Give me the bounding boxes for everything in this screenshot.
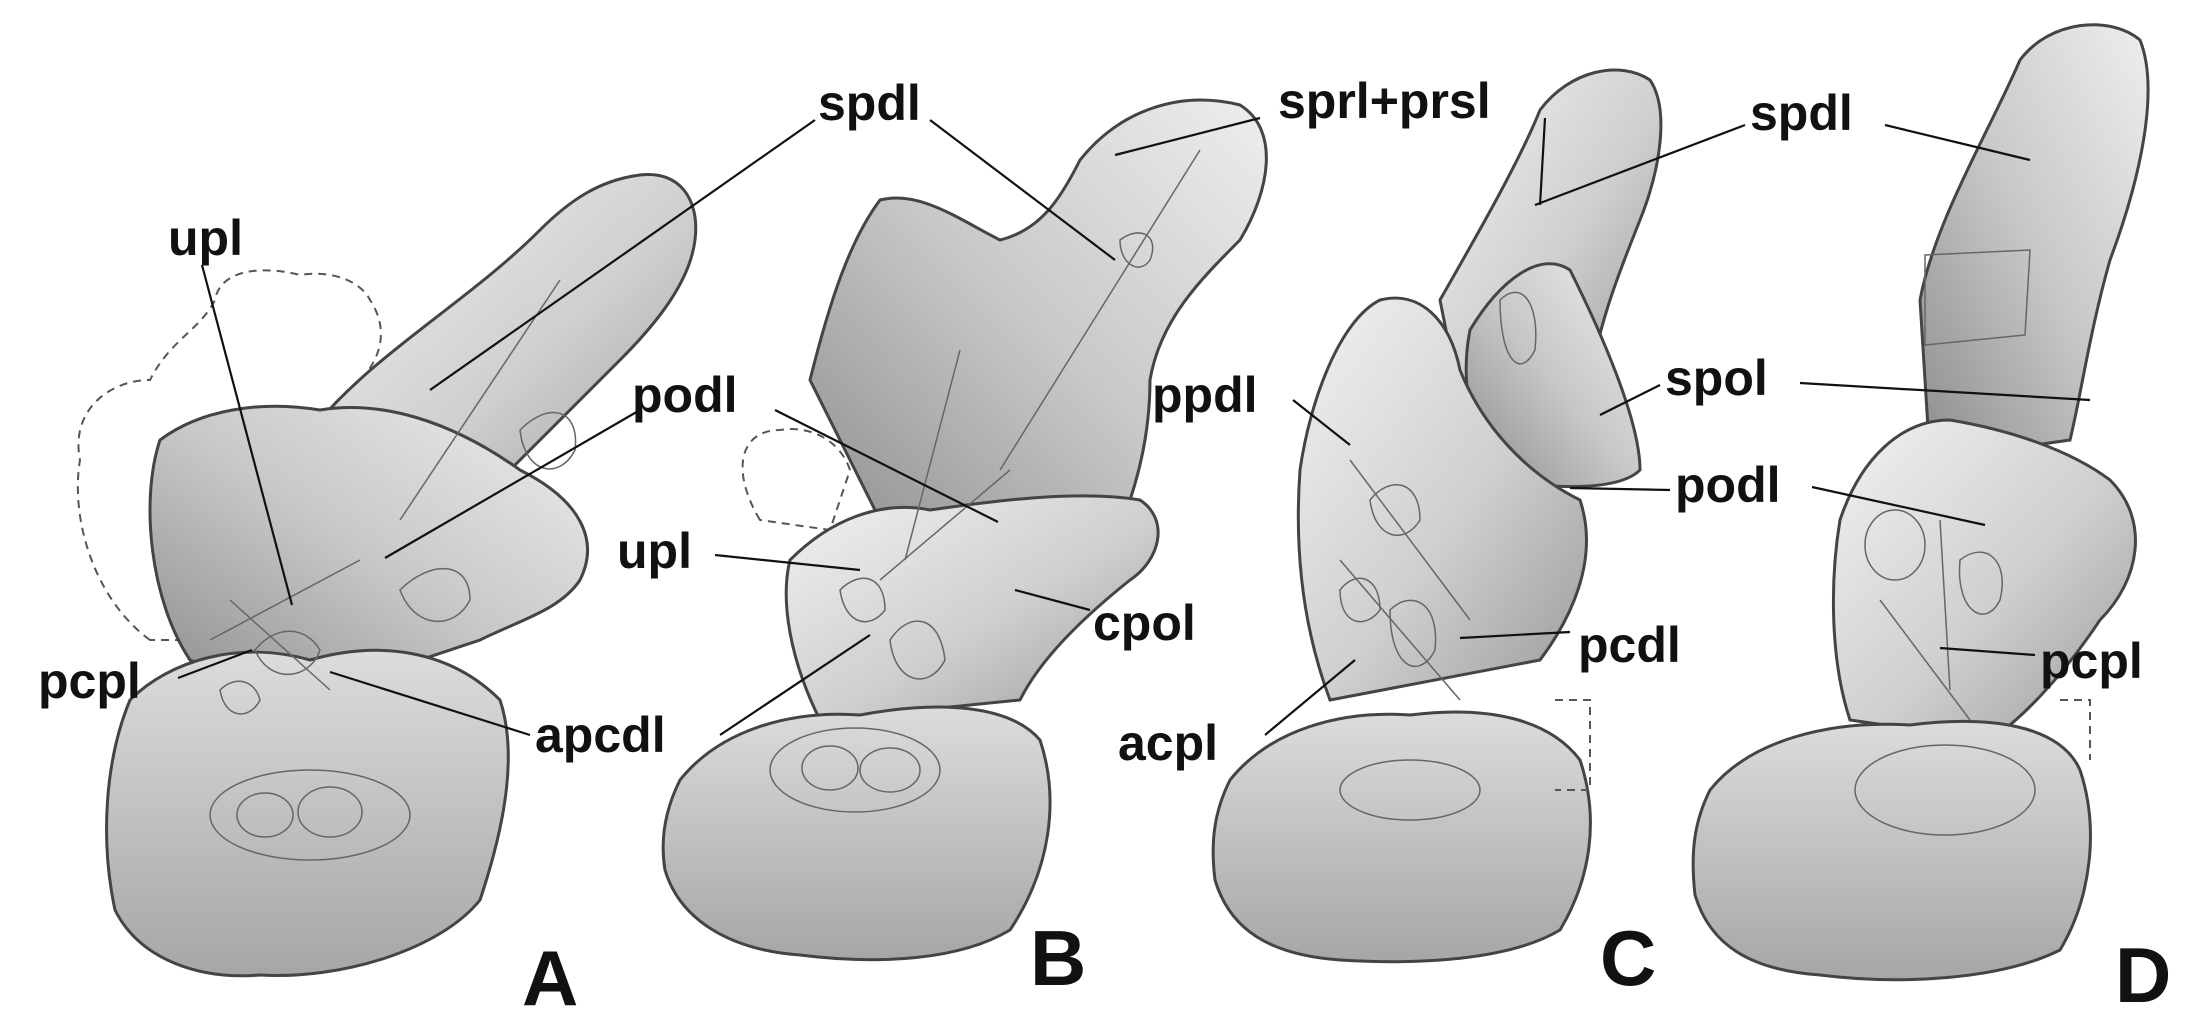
leader-lines	[177, 116, 2091, 737]
vertebra-d-centrum	[1691, 720, 2092, 982]
vertebra-a-fossa-2	[219, 680, 261, 715]
leader-pcdl	[1459, 630, 1571, 640]
vertebra-c-fossa-4	[1499, 291, 1537, 365]
label-pcpl-d: pcpl	[2040, 633, 2143, 689]
vertebra-b-arch	[784, 494, 1160, 722]
leader-pcpl-d	[1939, 646, 2036, 657]
vertebra-d-pleurocoel	[1854, 744, 2036, 836]
leader-spdl-a	[429, 119, 816, 391]
leader-cpol	[1014, 588, 1091, 612]
vertebra-a-lamina-ridge-2	[229, 599, 331, 691]
vertebra-c-lamina-ridge-2	[1349, 459, 1471, 621]
vertebra-a-lamina-ridge-1	[209, 559, 361, 641]
vertebra-b-pleurocoel-chamber-1	[801, 745, 859, 791]
vertebra-c	[1211, 68, 1663, 964]
leader-apcdl-b	[719, 634, 871, 736]
vertebra-b-reconstruction-outline	[741, 428, 852, 532]
label-spdl-a: spdl	[818, 75, 921, 131]
leader-sprl-prsl-b	[1114, 116, 1261, 157]
vertebra-d-neural-spine	[1918, 23, 2150, 462]
leader-spdl-d	[1884, 123, 2031, 162]
vertebra-d-fossa-1	[1864, 509, 1926, 581]
vertebra-a-pleurocoel	[209, 769, 411, 861]
vertebra-b-lamina-ridge-2	[904, 349, 961, 561]
label-apcdl: apcdl	[535, 707, 666, 763]
leader-upl-a	[200, 264, 294, 606]
vertebra-a-fossa-4	[519, 411, 577, 470]
leader-sprl-prsl-c	[1538, 117, 1547, 206]
vertebra-b	[661, 98, 1268, 962]
vertebra-a-fossa-1	[254, 630, 321, 676]
vertebra-a-reconstruction-outline	[76, 269, 382, 641]
leader-podl-a	[384, 409, 641, 559]
panel-letters: A B C D	[522, 914, 2171, 1010]
leader-spdl-c	[1534, 123, 1746, 207]
label-podl-d: podl	[1675, 457, 1781, 513]
leader-podl-d	[1811, 485, 1986, 527]
label-spol: spol	[1665, 350, 1768, 406]
panel-letter-a: A	[522, 934, 578, 1010]
vertebra-d-broken-surface	[1924, 249, 2031, 346]
vertebra-d	[1691, 23, 2150, 982]
vertebra-b-fossa-1	[839, 577, 886, 623]
vertebra-b-fossa-3	[1119, 232, 1154, 268]
vertebra-b-centrum	[661, 705, 1052, 962]
vertebra-d-lamina-ridge-1	[1879, 599, 1971, 721]
vertebra-c-fossa-3	[1389, 599, 1437, 668]
vertebra-c-fossa-1	[1369, 484, 1421, 537]
vertebra-b-neural-spine	[808, 98, 1268, 562]
vertebra-b-pleurocoel	[769, 727, 941, 813]
vertebra-c-centrum	[1211, 710, 1592, 964]
leader-spol-d	[1799, 381, 2091, 402]
leader-apcdl-a	[329, 670, 531, 737]
vertebra-c-lamina-ridge-1	[1339, 559, 1461, 701]
label-acpl: acpl	[1118, 715, 1218, 771]
leader-spol-c	[1599, 384, 1661, 416]
vertebra-c-reconstruction-outline	[1555, 699, 1591, 791]
panel-letter-c: C	[1600, 914, 1656, 1002]
vertebra-b-lamina-ridge-1	[879, 469, 1011, 581]
label-pcpl-a: pcpl	[38, 653, 141, 709]
label-pcdl: pcdl	[1578, 617, 1681, 673]
label-ppdl: ppdl	[1152, 367, 1258, 423]
label-upl-a: upl	[168, 210, 243, 266]
leader-podl-b	[774, 409, 999, 523]
leader-ppdl	[1292, 399, 1351, 446]
label-spdl-c: spdl	[1750, 85, 1853, 141]
vertebra-b-lamina-ridge-3	[999, 149, 1201, 471]
panel-letter-d: D	[2115, 931, 2171, 1010]
vertebra-a	[76, 172, 698, 978]
vertebra-b-pleurocoel-chamber-2	[859, 747, 921, 793]
leader-upl-b	[714, 553, 861, 572]
panel-letter-b: B	[1030, 914, 1086, 1002]
vertebra-c-arch	[1296, 296, 1588, 702]
vertebra-d-fossa-2	[1958, 551, 2003, 615]
label-upl-b: upl	[617, 523, 692, 579]
vertebra-a-pleurocoel-chamber-2	[297, 786, 363, 838]
label-cpol: cpol	[1093, 595, 1196, 651]
vertebra-d-arch	[1831, 418, 2137, 742]
labels: upl spdl sprl+prsl spdl podl ppdl spol p…	[38, 73, 2143, 771]
vertebra-a-fossa-3	[399, 568, 471, 623]
leader-acpl	[1264, 659, 1356, 736]
label-podl-a: podl	[632, 367, 738, 423]
vertebra-c-pleurocoel	[1339, 759, 1481, 821]
leader-podl-c	[1569, 486, 1671, 492]
leader-pcpl-a	[177, 648, 253, 680]
vertebra-a-pleurocoel-chamber-1	[236, 792, 294, 838]
vertebra-a-lamina-ridge-3	[399, 279, 561, 521]
vertebra-b-fossa-2	[889, 620, 946, 680]
leader-spdl-b	[929, 119, 1116, 261]
vertebra-a-centrum	[105, 648, 510, 978]
vertebra-d-reconstruction-outline	[2060, 699, 2091, 760]
vertebra-d-lamina-ridge-2	[1939, 519, 1951, 691]
label-sprl-prsl: sprl+prsl	[1278, 73, 1491, 129]
